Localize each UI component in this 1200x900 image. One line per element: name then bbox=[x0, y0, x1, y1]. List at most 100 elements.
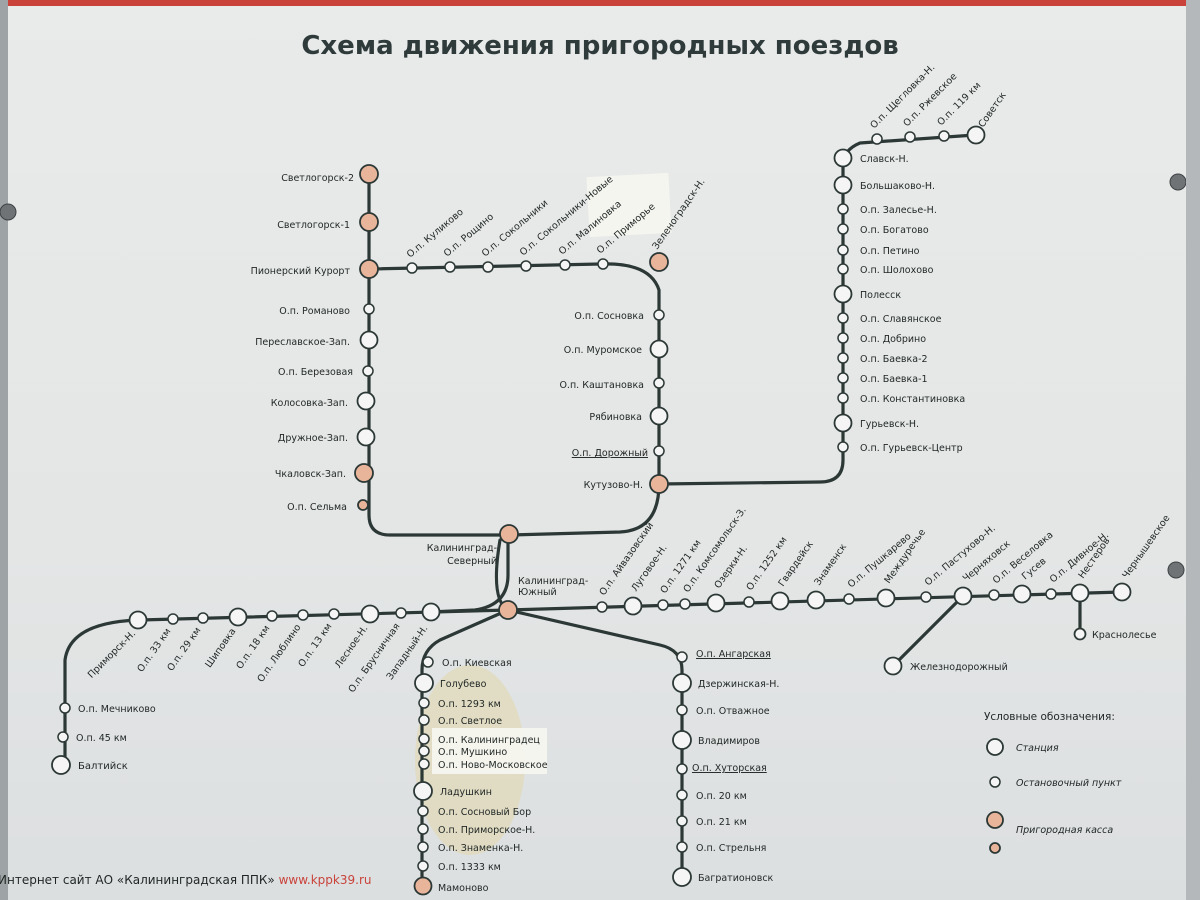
stop-divnoe[interactable] bbox=[1045, 588, 1057, 600]
station-zapadny[interactable] bbox=[421, 602, 441, 622]
station-svetlogorsk2[interactable] bbox=[359, 164, 379, 184]
station-kolosovka[interactable] bbox=[356, 391, 376, 411]
stop-strelnya[interactable] bbox=[676, 841, 688, 853]
stop-slavyanskoe[interactable] bbox=[837, 312, 849, 324]
stop-selma[interactable] bbox=[357, 499, 369, 511]
station-svetlogorsk1[interactable] bbox=[359, 212, 379, 232]
station-ozerki[interactable] bbox=[706, 593, 726, 613]
station-chernyakhovsk[interactable] bbox=[953, 586, 973, 606]
stop-bogatovo[interactable] bbox=[837, 223, 849, 235]
legend-station-label: Станция bbox=[1016, 743, 1059, 754]
stop-km45[interactable] bbox=[57, 731, 69, 743]
station-ladushkin[interactable] bbox=[413, 781, 433, 801]
station-dzerzhinskaya[interactable] bbox=[672, 673, 692, 693]
stop-veselovka[interactable] bbox=[988, 589, 1000, 601]
stop-novomoskovskoe[interactable] bbox=[418, 758, 430, 770]
stop-primorye[interactable] bbox=[597, 258, 609, 270]
stop-brusnichnaya[interactable] bbox=[395, 607, 407, 619]
stop-km20[interactable] bbox=[676, 789, 688, 801]
station-bagrationovsk[interactable] bbox=[672, 867, 692, 887]
station-kaliningrad-severny[interactable] bbox=[499, 524, 519, 544]
stop-zalesye[interactable] bbox=[837, 203, 849, 215]
station-pionersky[interactable] bbox=[359, 259, 379, 279]
stop-km13[interactable] bbox=[328, 608, 340, 620]
stop-dobrino[interactable] bbox=[837, 332, 849, 344]
stop-sholokhovo[interactable] bbox=[837, 263, 849, 275]
station-chkalovsk[interactable] bbox=[354, 463, 374, 483]
station-bolshakovo[interactable] bbox=[833, 175, 853, 195]
stop-km1252[interactable] bbox=[743, 596, 755, 608]
stop-petino[interactable] bbox=[837, 244, 849, 256]
station-guryevsk[interactable] bbox=[833, 413, 853, 433]
stop-otvazhnoe[interactable] bbox=[676, 704, 688, 716]
stop-malinovka[interactable] bbox=[559, 259, 571, 271]
station-gusev[interactable] bbox=[1012, 584, 1032, 604]
stop-lyublino[interactable] bbox=[297, 609, 309, 621]
station-pereslavskoe[interactable] bbox=[359, 330, 379, 350]
station-druzhnoe[interactable] bbox=[356, 427, 376, 447]
stop-km1271[interactable] bbox=[657, 599, 669, 611]
stop-znamenka[interactable] bbox=[417, 841, 429, 853]
footer-url[interactable]: www.kppk39.ru bbox=[279, 873, 372, 887]
stop-romanovo[interactable] bbox=[363, 303, 375, 315]
station-slavsk[interactable] bbox=[833, 148, 853, 168]
station-sovetsk[interactable] bbox=[966, 125, 986, 145]
stop-sosnovka[interactable] bbox=[653, 309, 665, 321]
stop-mechnikovo[interactable] bbox=[59, 702, 71, 714]
station-chernyshevskoe[interactable] bbox=[1112, 582, 1132, 602]
station-primorsk[interactable] bbox=[128, 610, 148, 630]
station-nesterov[interactable] bbox=[1070, 583, 1090, 603]
stop-km1333[interactable] bbox=[417, 860, 429, 872]
stop-mushkino[interactable] bbox=[418, 745, 430, 757]
station-vladimirov[interactable] bbox=[672, 730, 692, 750]
station-mamonovo[interactable] bbox=[413, 876, 433, 896]
stop-km1293[interactable] bbox=[418, 697, 430, 709]
stop-kulikovo[interactable] bbox=[406, 262, 418, 274]
stop-rzhevskoe[interactable] bbox=[904, 131, 916, 143]
stop-berezovaya[interactable] bbox=[362, 365, 374, 377]
stop-sokolniki[interactable] bbox=[482, 261, 494, 273]
stop-sokolnikinovye[interactable] bbox=[520, 260, 532, 272]
stop-km29[interactable] bbox=[197, 612, 209, 624]
station-polessk[interactable] bbox=[833, 284, 853, 304]
stop-primorskoe[interactable] bbox=[417, 823, 429, 835]
stop-svetloe[interactable] bbox=[418, 714, 430, 726]
station-kutuzovo[interactable] bbox=[649, 474, 669, 494]
stop-pastukhovo[interactable] bbox=[920, 591, 932, 603]
station-shipovka[interactable] bbox=[228, 607, 248, 627]
stop-km33[interactable] bbox=[167, 613, 179, 625]
stop-ayvazovsky[interactable] bbox=[596, 601, 608, 613]
stop-km119[interactable] bbox=[938, 130, 950, 142]
stop-kievskaya[interactable] bbox=[422, 656, 434, 668]
label-dorozhny: О.п. Дорожный bbox=[572, 448, 648, 459]
station-zheleznodorozhny[interactable] bbox=[883, 656, 903, 676]
station-lesnoe[interactable] bbox=[360, 604, 380, 624]
stop-dorozhny[interactable] bbox=[653, 445, 665, 457]
stop-baevka2[interactable] bbox=[837, 352, 849, 364]
stop-sosnovybor[interactable] bbox=[417, 805, 429, 817]
stop-sheglovka[interactable] bbox=[871, 133, 883, 145]
station-ryabinovka[interactable] bbox=[649, 406, 669, 426]
station-gvardeysk[interactable] bbox=[770, 591, 790, 611]
station-kaliningrad-yuzhny[interactable] bbox=[498, 600, 518, 620]
stop-roschino[interactable] bbox=[444, 261, 456, 273]
stop-khutorskaya[interactable] bbox=[676, 763, 688, 775]
stop-baevka1[interactable] bbox=[837, 372, 849, 384]
station-baltiysk[interactable] bbox=[51, 755, 71, 775]
station-znamensk[interactable] bbox=[806, 590, 826, 610]
stop-pushkarevo[interactable] bbox=[843, 593, 855, 605]
stop-konstantinovka[interactable] bbox=[837, 392, 849, 404]
stop-kashtanovka[interactable] bbox=[653, 377, 665, 389]
stop-angarskaya[interactable] bbox=[676, 651, 688, 663]
station-zelenogradsk[interactable] bbox=[649, 252, 669, 272]
station-lugovoe[interactable] bbox=[623, 596, 643, 616]
stop-guryevskcenter[interactable] bbox=[837, 441, 849, 453]
station-krasnolesye[interactable] bbox=[1073, 627, 1087, 641]
stop-km18[interactable] bbox=[266, 610, 278, 622]
station-muromskoe[interactable] bbox=[649, 339, 669, 359]
stop-kaliningradets[interactable] bbox=[418, 733, 430, 745]
stop-km21[interactable] bbox=[676, 815, 688, 827]
station-mezhdurechye[interactable] bbox=[876, 588, 896, 608]
stop-komsomolsk[interactable] bbox=[679, 598, 691, 610]
station-golubevo[interactable] bbox=[414, 673, 434, 693]
